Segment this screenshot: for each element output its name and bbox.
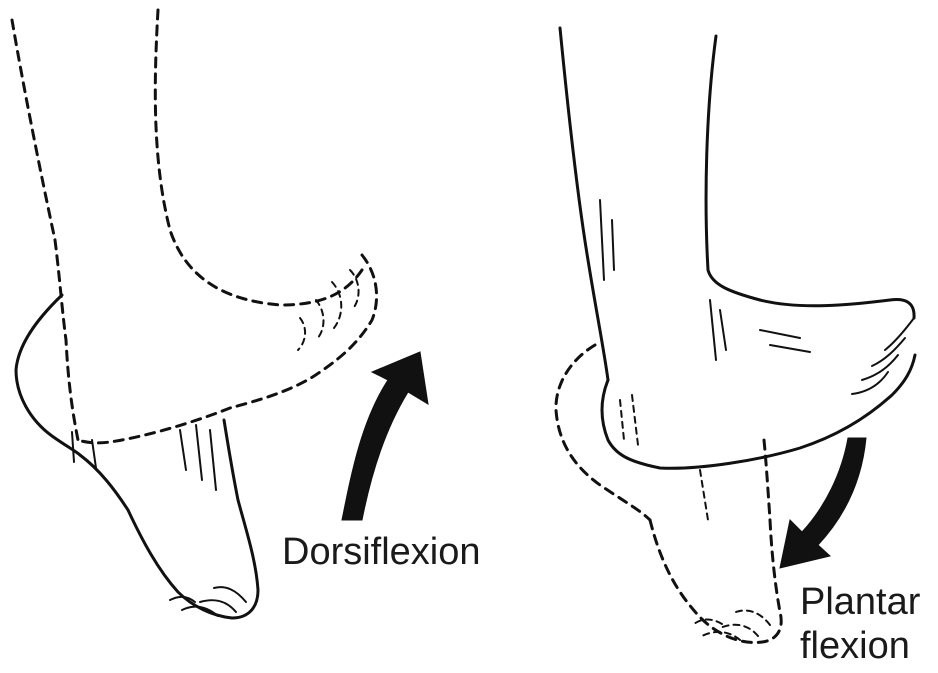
plantar-flexion-label: Plantar flexion bbox=[800, 580, 920, 668]
dorsiflexion-label: Dorsiflexion bbox=[282, 530, 481, 574]
dorsiflexion-arrow-icon bbox=[342, 352, 428, 520]
plantar-flexed-foot-outline bbox=[650, 440, 781, 642]
neutral-foot-sole bbox=[602, 355, 915, 468]
neutral-foot-outline bbox=[80, 420, 258, 618]
plantar-flexion-panel bbox=[556, 28, 915, 642]
plantar-flexed-toes bbox=[694, 611, 770, 640]
neutral-foot-toes bbox=[852, 318, 914, 394]
plantar-flexed-creases bbox=[620, 395, 708, 520]
leg-front-outline bbox=[706, 36, 914, 318]
plantar-flexion-label-line2: flexion bbox=[800, 624, 920, 668]
dorsiflexed-leg-front-outline bbox=[155, 10, 362, 305]
dorsiflexion-panel bbox=[12, 10, 428, 618]
dorsiflexed-leg-back-outline bbox=[12, 20, 78, 440]
plantar-flexion-label-line1: Plantar bbox=[800, 580, 920, 624]
neutral-foot-creases bbox=[72, 425, 216, 490]
dorsiflexed-toes bbox=[298, 270, 359, 350]
plantar-flexion-arrow-icon bbox=[780, 438, 866, 568]
neutral-heel-outline bbox=[16, 295, 80, 455]
